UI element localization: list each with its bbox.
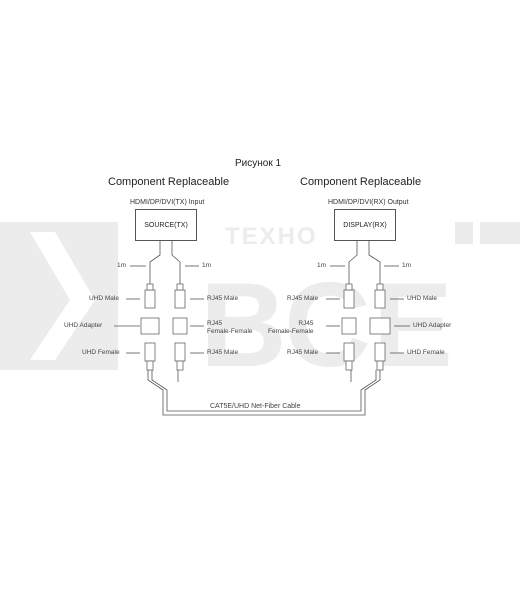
right-rj45-connectors	[341, 283, 357, 371]
left-uhd-adapter-label: UHD Adapter	[64, 322, 103, 329]
right-uhd-connectors	[369, 283, 391, 371]
left-uhd-connectors	[140, 283, 160, 371]
right-rj45-ff-label: RJ45 Female-Female	[268, 320, 314, 335]
left-cable-length-b: 1m	[202, 262, 212, 269]
left-uhd-male-label: UHD Male	[89, 295, 119, 302]
left-port-label: HDMI/DP/DVI(TX) Input	[130, 199, 205, 206]
source-device-box: SOURCE(TX)	[135, 209, 197, 241]
right-uhd-adapter-label: UHD Adapter	[413, 322, 452, 329]
left-rj45-male-label: RJ45 Male	[207, 295, 239, 302]
display-device-box: DISPLAY(RX)	[334, 209, 396, 241]
right-rj45-male-label: RJ45 Male	[287, 295, 319, 302]
right-heading: Component Replaceable	[300, 176, 422, 188]
left-rj45-connectors	[172, 283, 188, 371]
left-heading: Component Replaceable	[108, 176, 230, 188]
right-uhd-female-label: UHD Female	[407, 349, 445, 356]
right-cable-length-a: 1m	[317, 262, 327, 269]
right-cable-length-b: 1m	[402, 262, 412, 269]
left-cable-length-a: 1m	[117, 262, 127, 269]
right-port-label: HDMI/DP/DVI(RX) Output	[328, 199, 409, 206]
right-uhd-male-label: UHD Male	[407, 295, 437, 302]
left-rj45-male2-label: RJ45 Male	[207, 349, 239, 356]
left-uhd-female-label: UHD Female	[82, 349, 120, 356]
figure-title: Рисунок 1	[235, 158, 282, 169]
left-rj45-ff-label: RJ45 Female-Female	[207, 320, 253, 335]
right-rj45-male2-label: RJ45 Male	[287, 349, 319, 356]
cable-label: CAT5E/UHD Net-Fiber Cable	[210, 403, 301, 410]
